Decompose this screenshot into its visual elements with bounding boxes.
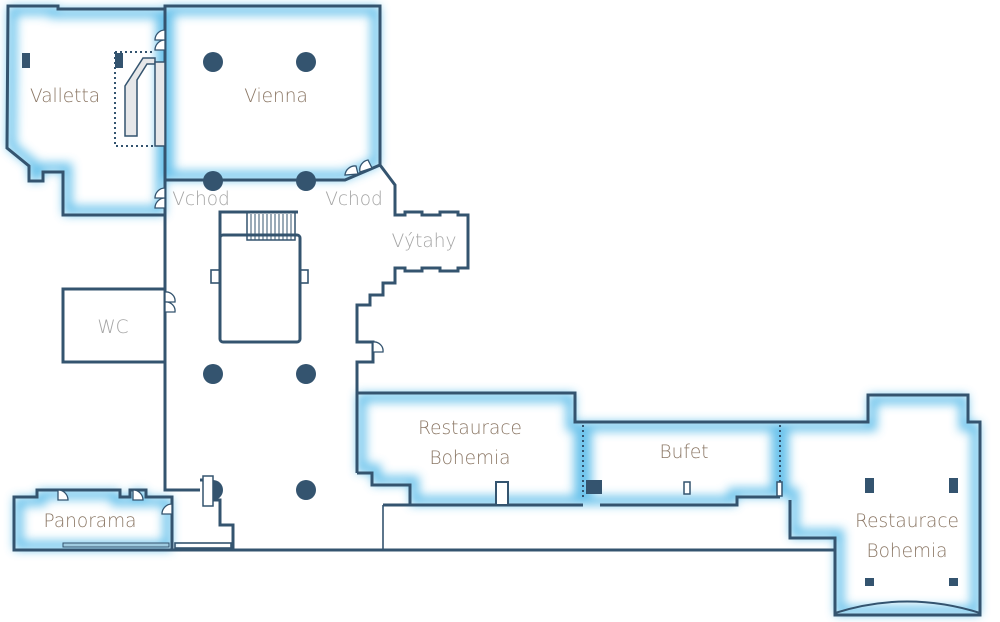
room-label-bufet: Bufet <box>659 442 709 463</box>
hall-east-wall <box>355 164 470 393</box>
label-entrance-right: Vchod <box>325 189 383 210</box>
room-divider-dotted <box>582 425 781 500</box>
room-label-line: Bohemia <box>429 448 511 469</box>
room-label-restaurace-2: Restaurace Bohemia <box>855 507 959 567</box>
label-entrance-left: Vchod <box>172 189 230 210</box>
inner-wall <box>383 495 780 507</box>
room-label-vienna: Vienna <box>244 86 308 107</box>
room-wc[interactable] <box>61 287 167 364</box>
r1-step <box>357 471 412 505</box>
label-elevators: Výtahy <box>391 231 457 252</box>
stairs-icon <box>218 210 298 242</box>
hall-west-wall <box>163 215 200 492</box>
room-label-restaurace-1: Restaurace Bohemia <box>418 414 522 474</box>
door-icons <box>57 29 384 515</box>
window <box>174 542 232 549</box>
label-wc: WC <box>97 317 129 338</box>
panorama-window <box>62 542 170 548</box>
central-block <box>218 233 302 344</box>
room-label-line: Bohemia <box>866 541 948 562</box>
room-label-line: Restaurace <box>855 511 959 532</box>
room-label-valletta: Valletta <box>29 86 101 107</box>
room-label-line: Restaurace <box>418 418 522 439</box>
room-label-panorama: Panorama <box>43 511 137 532</box>
